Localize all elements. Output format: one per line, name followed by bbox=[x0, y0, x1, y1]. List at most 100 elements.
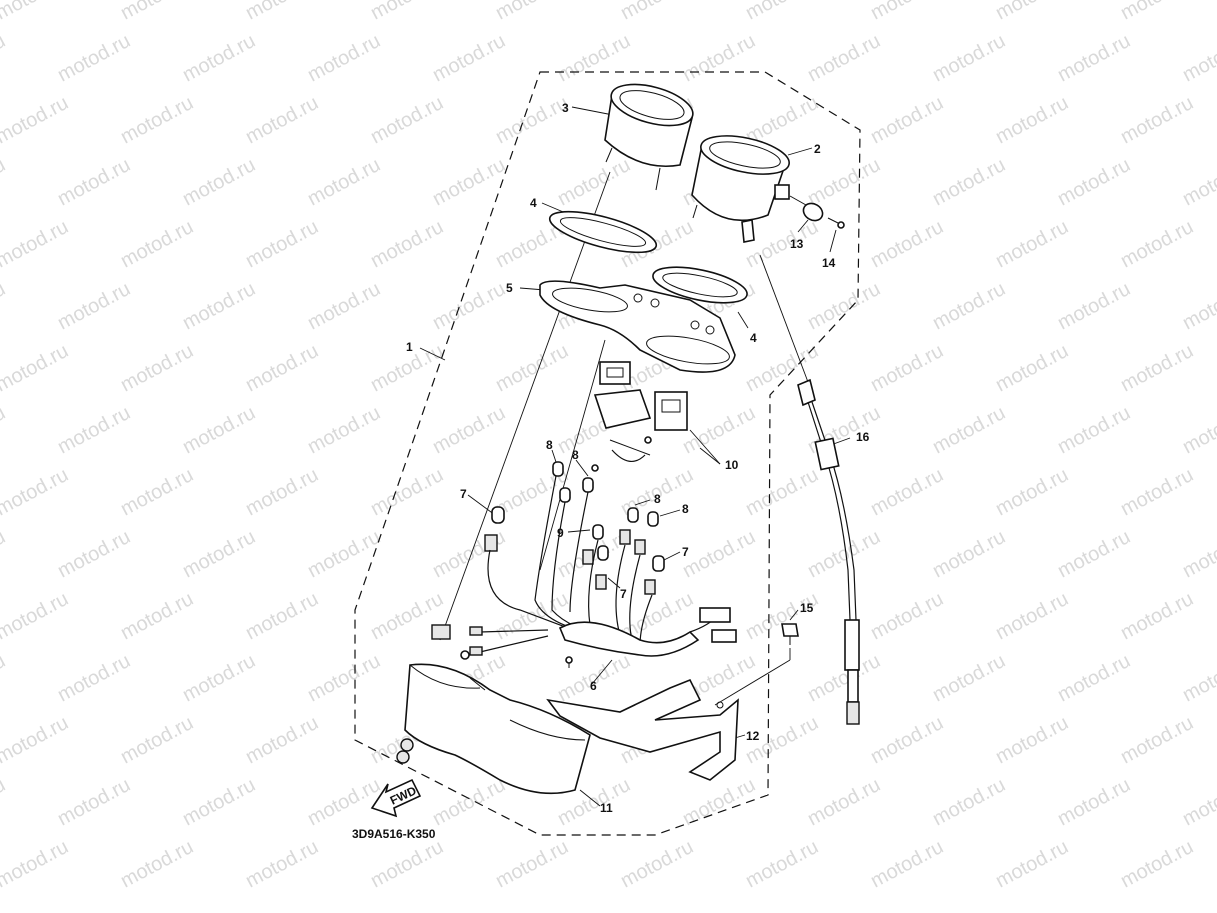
watermark-text: motod.ru bbox=[929, 650, 1009, 706]
watermark-text: motod.ru bbox=[1179, 650, 1217, 706]
watermark-text: motod.ru bbox=[867, 92, 947, 148]
watermark-text: motod.ru bbox=[492, 588, 572, 644]
watermark-text: motod.ru bbox=[1117, 0, 1197, 24]
callout-9: 9 bbox=[557, 526, 564, 540]
watermark-text: motod.ru bbox=[429, 278, 509, 334]
watermark-text: motod.ru bbox=[742, 0, 822, 24]
watermark-text: motod.ru bbox=[1054, 278, 1134, 334]
watermark-text: motod.ru bbox=[1117, 464, 1197, 520]
watermark-text: motod.ru bbox=[617, 836, 697, 892]
watermark-text: motod.ru bbox=[429, 774, 509, 830]
watermark-text: motod.ru bbox=[0, 30, 9, 86]
watermark-text: motod.ru bbox=[117, 712, 197, 768]
wire-harness-6 bbox=[469, 475, 737, 668]
callout-8-c: 8 bbox=[654, 492, 661, 506]
watermark-text: motod.ru bbox=[242, 92, 322, 148]
watermark-text: motod.ru bbox=[1179, 402, 1217, 458]
callout-4-lower: 4 bbox=[750, 331, 757, 345]
callout-12: 12 bbox=[746, 729, 760, 743]
bulb-sockets bbox=[484, 461, 665, 595]
watermark-text: motod.ru bbox=[492, 92, 572, 148]
watermark-text: motod.ru bbox=[429, 30, 509, 86]
watermark-text: motod.ru bbox=[0, 278, 9, 334]
watermark-text: motod.ru bbox=[742, 836, 822, 892]
watermark-text: motod.ru bbox=[0, 650, 9, 706]
watermark-text: motod.ru bbox=[1054, 30, 1134, 86]
watermark-text: motod.ru bbox=[992, 340, 1072, 396]
watermark-text: motod.ru bbox=[304, 774, 384, 830]
watermark-text: motod.ru bbox=[179, 30, 259, 86]
callout-8-d: 8 bbox=[682, 502, 689, 516]
callout-15: 15 bbox=[800, 601, 814, 615]
watermark-text: motod.ru bbox=[0, 340, 72, 396]
watermark-text: motod.ru bbox=[0, 464, 72, 520]
watermark-text: motod.ru bbox=[679, 402, 759, 458]
leader-lines bbox=[419, 106, 851, 807]
meter-housing-3 bbox=[604, 83, 694, 191]
watermark-text: motod.ru bbox=[1179, 526, 1217, 582]
callout-labels: 3 2 4 13 14 5 4 1 16 8 10 8 7 8 8 9 7 7 … bbox=[406, 101, 870, 815]
watermark-text: motod.ru bbox=[0, 402, 9, 458]
bracket-12 bbox=[546, 678, 739, 781]
watermark-text: motod.ru bbox=[1179, 774, 1217, 830]
callout-10: 10 bbox=[725, 458, 739, 472]
watermark-text: motod.ru bbox=[867, 216, 947, 272]
callout-7-right: 7 bbox=[682, 545, 689, 559]
meter-housing-2 bbox=[691, 135, 790, 243]
watermark-text: motod.ru bbox=[992, 92, 1072, 148]
speedometer-cable-16 bbox=[797, 378, 860, 725]
watermark-text: motod.ru bbox=[0, 92, 72, 148]
watermark-text: motod.ru bbox=[1117, 92, 1197, 148]
watermark-text: motod.ru bbox=[304, 154, 384, 210]
watermark-text: motod.ru bbox=[117, 588, 197, 644]
callout-2: 2 bbox=[814, 142, 821, 156]
callout-7-center: 7 bbox=[620, 587, 627, 601]
watermark-text: motod.ru bbox=[1117, 340, 1197, 396]
watermark-text: motod.ru bbox=[1179, 154, 1217, 210]
callout-8-b: 8 bbox=[572, 448, 579, 462]
watermark-text: motod.ru bbox=[0, 588, 72, 644]
watermark-text: motod.ru bbox=[1117, 836, 1197, 892]
watermark-text: motod.ru bbox=[304, 526, 384, 582]
watermark-text: motod.ru bbox=[0, 774, 9, 830]
watermark-text: motod.ru bbox=[0, 836, 72, 892]
callout-6: 6 bbox=[590, 679, 597, 693]
watermark-text: motod.ru bbox=[0, 526, 9, 582]
watermark-text: motod.ru bbox=[929, 402, 1009, 458]
watermark-text: motod.ru bbox=[867, 464, 947, 520]
watermark-text: motod.ru bbox=[242, 340, 322, 396]
watermark-text: motod.ru bbox=[1117, 588, 1197, 644]
watermark-text: motod.ru bbox=[429, 154, 509, 210]
callout-5: 5 bbox=[506, 281, 513, 295]
drawing-code: 3D9A516-K350 bbox=[352, 827, 436, 841]
watermark-text: motod.ru bbox=[1117, 712, 1197, 768]
watermark-text: motod.ru bbox=[804, 526, 884, 582]
gasket-ring-4a bbox=[548, 210, 658, 254]
callout-11: 11 bbox=[600, 801, 613, 815]
watermark-text: motod.ru bbox=[742, 464, 822, 520]
watermark-text: motod.ru bbox=[117, 92, 197, 148]
watermark-text: motod.ru bbox=[304, 278, 384, 334]
watermark-text: motod.ru bbox=[804, 154, 884, 210]
watermark-text: motod.ru bbox=[742, 216, 822, 272]
watermark-text: motod.ru bbox=[929, 30, 1009, 86]
watermark-text: motod.ru bbox=[679, 526, 759, 582]
watermark-text: motod.ru bbox=[117, 216, 197, 272]
watermark-text: motod.ru bbox=[242, 588, 322, 644]
screw-14 bbox=[827, 217, 845, 229]
watermark-text: motod.ru bbox=[992, 588, 1072, 644]
watermark-text: motod.ru bbox=[742, 588, 822, 644]
watermark-text: motod.ru bbox=[54, 774, 134, 830]
watermark-text: motod.ru bbox=[1179, 30, 1217, 86]
watermark-text: motod.ru bbox=[429, 402, 509, 458]
watermark-text: motod.ru bbox=[367, 836, 447, 892]
meter-panel-5 bbox=[539, 280, 736, 373]
watermark-text: motod.ru bbox=[304, 30, 384, 86]
watermark-text: motod.ru bbox=[867, 340, 947, 396]
gasket-ring-4b bbox=[652, 266, 748, 304]
watermark-text: motod.ru bbox=[1054, 154, 1134, 210]
watermark-text: motod.ru bbox=[1179, 278, 1217, 334]
watermark-text: motod.ru bbox=[929, 278, 1009, 334]
watermark-text: motod.ru bbox=[367, 0, 447, 24]
